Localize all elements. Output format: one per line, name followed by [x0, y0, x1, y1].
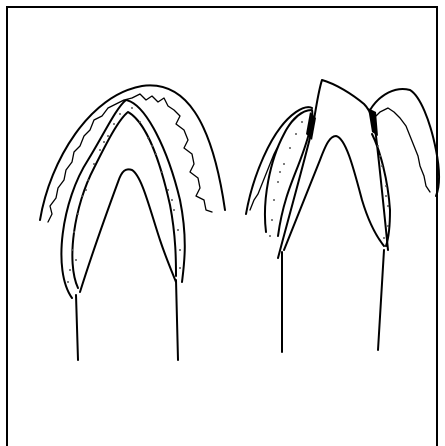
right-right-joint — [368, 108, 378, 136]
right-stem-right — [378, 250, 384, 350]
right-left-flap-wavy — [250, 112, 304, 210]
left-stem-left — [76, 295, 78, 360]
left-structure — [40, 85, 225, 360]
left-stem-right — [176, 280, 178, 360]
line-drawing — [0, 0, 445, 426]
left-stipple — [67, 107, 181, 283]
right-right-flap-wavy — [374, 108, 430, 192]
left-outer-arch — [40, 85, 225, 220]
right-inner-cone — [284, 136, 384, 250]
left-sheath-inner — [72, 112, 176, 288]
right-structure — [246, 80, 439, 352]
left-sheath-outer — [61, 100, 184, 298]
left-inner-cone — [80, 169, 176, 292]
